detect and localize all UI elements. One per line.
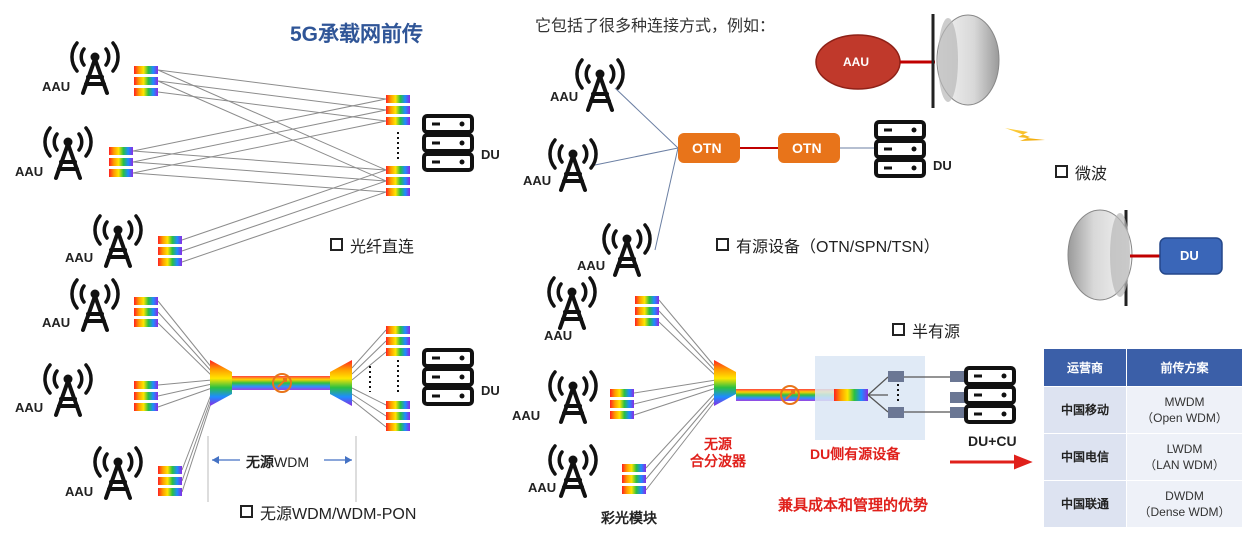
color-module-icon bbox=[158, 236, 182, 266]
table-row: 中国移动 MWDM（Open WDM） bbox=[1043, 386, 1243, 434]
passive-wdm-section bbox=[42, 278, 474, 502]
intro-text: 它包括了很多种连接方式，例如： bbox=[535, 18, 776, 35]
tower-icon bbox=[69, 278, 121, 332]
aau-label: AAU bbox=[15, 164, 44, 179]
du-cu-server-icon bbox=[964, 366, 1016, 424]
operator-table: 运营商 前传方案 中国移动 MWDM（Open WDM） 中国电信 LWDM（L… bbox=[1043, 348, 1243, 528]
table-row: 中国电信 LWDM（LAN WDM） bbox=[1043, 433, 1243, 481]
du-cu-label: DU+CU bbox=[968, 433, 1017, 449]
tower-icon bbox=[601, 223, 653, 277]
color-module-icon bbox=[158, 466, 182, 496]
operator-cell: 中国电信 bbox=[1043, 433, 1127, 481]
checkbox-icon bbox=[330, 238, 343, 251]
otn-label: OTN bbox=[692, 140, 722, 156]
operator-cell: 中国移动 bbox=[1043, 386, 1127, 434]
tower-icon bbox=[92, 214, 144, 268]
scheme-cell: DWDM（Dense WDM） bbox=[1126, 480, 1243, 528]
table-row: 中国联通 DWDM（Dense WDM） bbox=[1043, 480, 1243, 528]
microwave-section bbox=[815, 14, 1223, 306]
semi-active-section bbox=[546, 276, 1033, 498]
color-module-icon bbox=[109, 147, 133, 177]
color-module-icon bbox=[386, 326, 410, 356]
color-module-label: 彩光模块 bbox=[601, 510, 657, 526]
operator-cell: 中国联通 bbox=[1043, 480, 1127, 528]
option-active: 有源设备（OTN/SPN/TSN） bbox=[716, 233, 940, 257]
scheme-cell: LWDM（LAN WDM） bbox=[1126, 433, 1243, 481]
aau-label: AAU bbox=[544, 328, 573, 343]
lightning-icon bbox=[1005, 128, 1045, 141]
tower-icon bbox=[69, 41, 121, 95]
du-box-label: DU bbox=[1180, 248, 1199, 263]
du-label: DU bbox=[933, 158, 952, 173]
aau-label: AAU bbox=[15, 400, 44, 415]
aau-label: AAU bbox=[42, 79, 71, 94]
page-title: 5G承载网前传 bbox=[290, 23, 424, 46]
aau-label: AAU bbox=[65, 250, 94, 265]
active-otn-section bbox=[547, 58, 926, 277]
du-server-icon bbox=[422, 348, 474, 406]
du-server-icon bbox=[874, 120, 926, 178]
otn-box bbox=[778, 133, 840, 163]
fiber-lines bbox=[132, 69, 387, 263]
du-label: DU bbox=[481, 383, 500, 398]
mux-icon bbox=[714, 360, 736, 406]
option-microwave: 微波 bbox=[1055, 160, 1107, 184]
passive-combiner-label: 无源 合分波器 bbox=[690, 436, 746, 469]
aau-label: AAU bbox=[550, 89, 579, 104]
wdm-fiber bbox=[736, 389, 834, 401]
aau-label: AAU bbox=[577, 258, 606, 273]
demux-icon bbox=[330, 360, 352, 406]
color-module-icon bbox=[622, 464, 646, 494]
color-module-icon bbox=[134, 381, 158, 411]
du-box bbox=[1159, 237, 1223, 275]
benefit-text: 兼具成本和管理的优势 bbox=[778, 497, 929, 514]
scheme-cell: MWDM（Open WDM） bbox=[1126, 386, 1243, 434]
checkbox-icon bbox=[1055, 165, 1068, 178]
checkbox-icon bbox=[892, 323, 905, 336]
du-side-active-label: DU侧有源设备 bbox=[810, 446, 901, 462]
otn-box bbox=[678, 133, 740, 163]
aau-label: AAU bbox=[512, 408, 541, 423]
color-module-icon bbox=[386, 401, 410, 431]
aau-oval-label: AAU bbox=[843, 55, 869, 69]
color-module-icon bbox=[134, 297, 158, 327]
tower-icon bbox=[547, 444, 599, 498]
fiber-direct-section bbox=[42, 41, 474, 268]
tower-icon bbox=[92, 446, 144, 500]
aau-label: AAU bbox=[523, 173, 552, 188]
tower-icon bbox=[42, 363, 94, 417]
color-module-icon bbox=[134, 66, 158, 96]
tower-icon bbox=[547, 370, 599, 424]
aau-label: AAU bbox=[528, 480, 557, 495]
du-label: DU bbox=[481, 147, 500, 162]
checkbox-icon bbox=[240, 505, 253, 518]
mux-icon bbox=[210, 360, 232, 406]
tower-icon bbox=[546, 276, 598, 330]
color-module-icon bbox=[386, 166, 410, 196]
option-fiber-direct: 光纤直连 bbox=[330, 233, 414, 257]
aau-label: AAU bbox=[42, 315, 71, 330]
tower-icon bbox=[574, 58, 626, 112]
checkbox-icon bbox=[716, 238, 729, 251]
table-header-cell: 前传方案 bbox=[1126, 348, 1243, 387]
table-header-row: 运营商 前传方案 bbox=[1043, 348, 1243, 387]
color-module-icon bbox=[610, 389, 634, 419]
table-header-cell: 运营商 bbox=[1043, 348, 1127, 387]
aau-label: AAU bbox=[65, 484, 94, 499]
du-server-icon bbox=[422, 114, 474, 172]
fiber-lines bbox=[157, 300, 387, 493]
color-module-icon bbox=[386, 95, 410, 125]
tower-icon bbox=[547, 138, 599, 192]
passive-wdm-label: 无源WDM bbox=[246, 454, 309, 470]
color-module-icon bbox=[635, 296, 659, 326]
tower-icon bbox=[42, 126, 94, 180]
otn-label: OTN bbox=[792, 140, 822, 156]
du-side-active-area bbox=[815, 356, 925, 440]
option-passive: 无源WDM/WDM-PON bbox=[240, 500, 416, 524]
option-semi-active: 半有源 bbox=[892, 318, 960, 342]
